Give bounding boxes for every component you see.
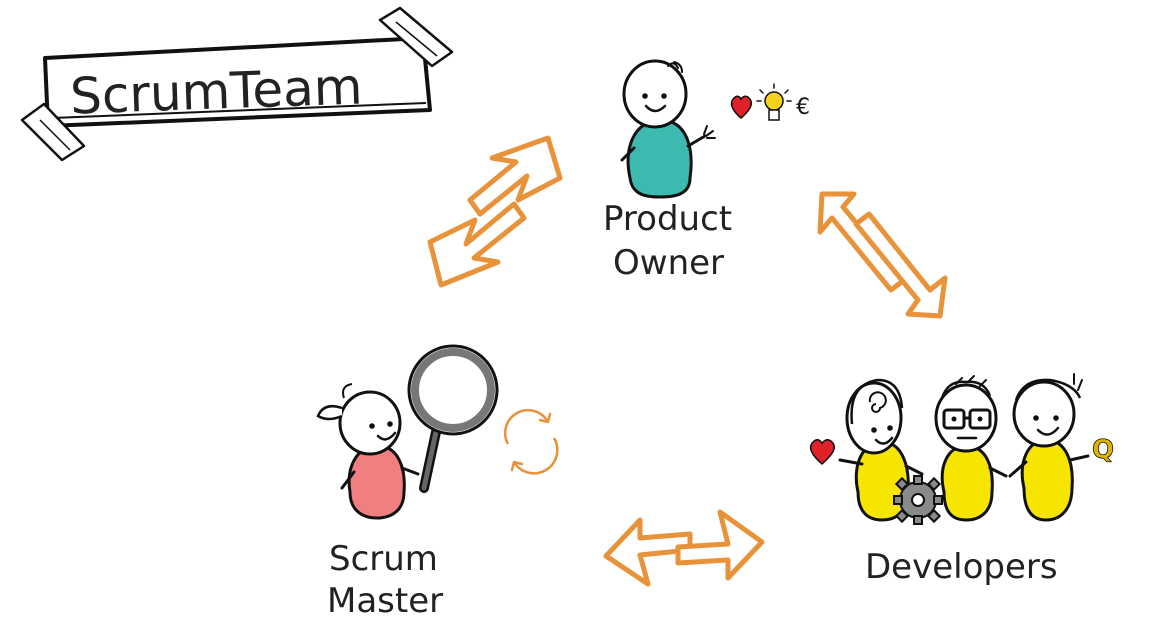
- tape-icon: [378, 6, 454, 68]
- developer-figure-2: [934, 375, 1008, 522]
- cycle-icon: [503, 408, 559, 475]
- scrum-master-label-line2: Master: [327, 581, 443, 621]
- product-owner-figure: [620, 59, 716, 199]
- tape-icon: [20, 102, 86, 162]
- arrow-scrum-master-developers: [603, 509, 765, 587]
- product-owner-label-line1: Product: [603, 199, 732, 239]
- developers-label: Developers: [865, 547, 1058, 587]
- arrow-product-owner-developers: [817, 191, 948, 319]
- lightbulb-icon: [756, 83, 792, 121]
- arrow-product-owner-scrum-master: [427, 135, 563, 288]
- heart-icon: [730, 95, 753, 119]
- title-text: ScrumTeam: [69, 57, 363, 125]
- scrum-master-figure: [316, 383, 420, 520]
- magnifier-icon: [407, 344, 499, 493]
- product-owner-label-line2: Owner: [613, 243, 724, 283]
- scrum-master-label-line1: Scrum: [329, 539, 438, 579]
- developer-figure-3: [1008, 373, 1090, 522]
- title-banner: ScrumTeam: [20, 6, 454, 162]
- euro-icon: €: [796, 95, 810, 120]
- quality-icon: Q: [1092, 435, 1114, 465]
- heart-icon: [809, 439, 835, 466]
- gear-icon: [893, 475, 943, 525]
